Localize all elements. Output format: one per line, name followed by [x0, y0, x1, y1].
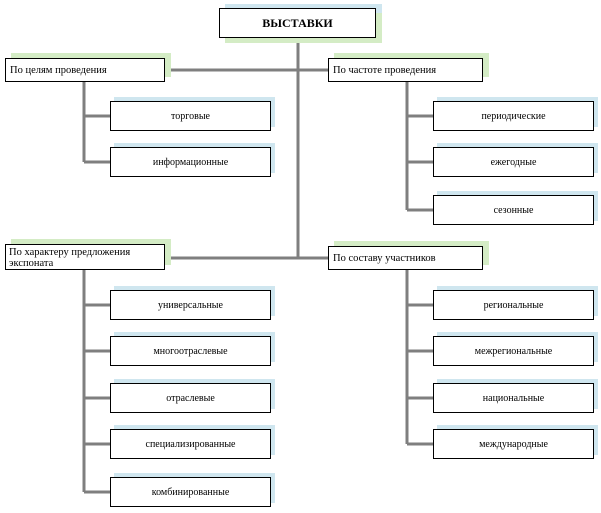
item-combined: комбинированные [110, 477, 271, 507]
item-interregional: межрегиональные [433, 336, 594, 366]
item-informational: информационные [110, 147, 271, 177]
item-regional: региональные [433, 290, 594, 320]
diagram-title: ВЫСТАВКИ [219, 8, 376, 38]
category-exhibit-type: По характеру предложения экспоната [5, 244, 165, 270]
item-universal: универсальные [110, 290, 271, 320]
category-participants: По составу участников [328, 246, 483, 270]
category-frequency: По частоте проведения [328, 58, 483, 82]
item-national: национальные [433, 383, 594, 413]
item-multi-industry: многоотраслевые [110, 336, 271, 366]
item-international: международные [433, 429, 594, 459]
item-periodic: периодические [433, 101, 594, 131]
item-annual: ежегодные [433, 147, 594, 177]
item-specialized: специализированные [110, 429, 271, 459]
category-goals: По целям проведения [5, 58, 165, 82]
item-trade: торговые [110, 101, 271, 131]
item-industry: отраслевые [110, 383, 271, 413]
item-seasonal: сезонные [433, 195, 594, 225]
